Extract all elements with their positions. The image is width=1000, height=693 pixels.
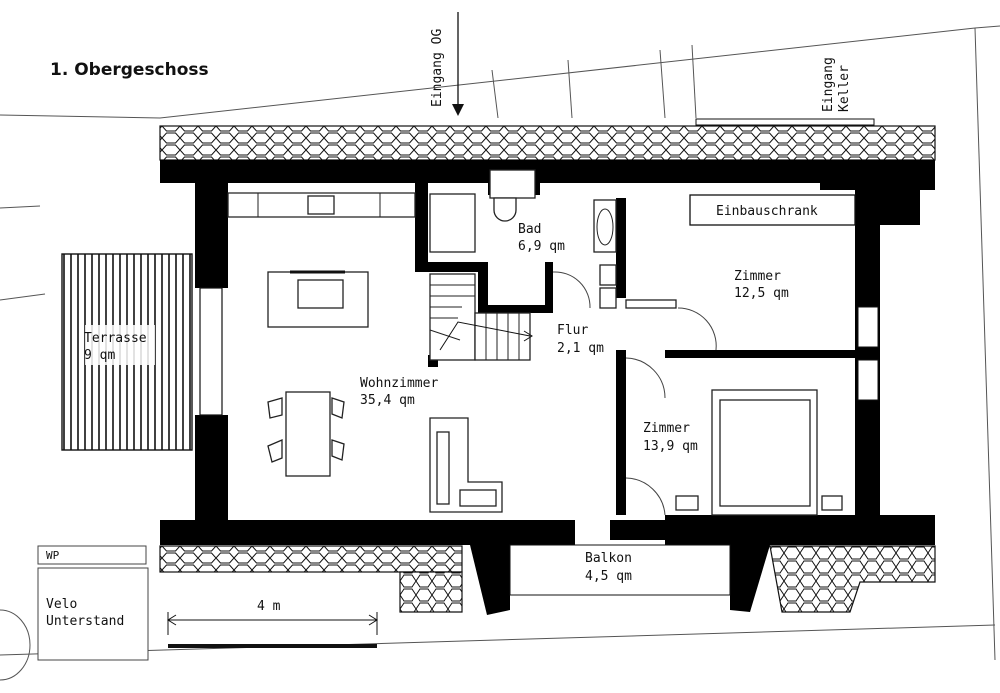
wp-box xyxy=(37,545,147,565)
balkon-name: Balkon xyxy=(585,551,632,566)
zimmer2-name: Zimmer xyxy=(643,421,690,436)
entrance-og-label: Eingang OG xyxy=(430,29,445,107)
dining-table xyxy=(267,391,345,477)
sofa xyxy=(429,417,503,513)
flur-area: 2,1 qm xyxy=(557,341,604,356)
outer-walls xyxy=(160,160,935,615)
wohnzimmer-name: Wohnzimmer xyxy=(360,376,438,391)
wohnzimmer-area: 35,4 qm xyxy=(360,393,415,408)
velo-label-1: Velo xyxy=(46,597,77,612)
entrance-keller-marker: Eingang Keller xyxy=(695,57,875,126)
einbauschrank-label: Einbauschrank xyxy=(716,204,818,219)
roof-tiles-bottom-right xyxy=(769,545,936,613)
scale-bar: 4 m xyxy=(167,599,378,648)
roof-tiles-top xyxy=(159,125,936,161)
bad-name: Bad xyxy=(518,222,541,237)
zimmer1-area: 12,5 qm xyxy=(734,286,789,301)
velo-box xyxy=(37,567,149,661)
staircase xyxy=(429,273,533,361)
interior-walls xyxy=(415,183,860,515)
entrance-og-marker: Eingang OG xyxy=(430,12,464,116)
bathroom-fixtures xyxy=(429,169,677,309)
terrasse-area: 9 qm xyxy=(84,348,115,363)
terrasse-name: Terrasse xyxy=(84,331,147,346)
floor-title: 1. Obergeschoss xyxy=(50,60,209,80)
balkon-area-value: 4,5 qm xyxy=(585,569,632,584)
property-lines xyxy=(0,25,1000,681)
zimmer1-name: Zimmer xyxy=(734,269,781,284)
bed xyxy=(675,389,843,516)
balkon-area xyxy=(509,544,731,596)
einbauschrank-box xyxy=(689,194,856,226)
bad-area: 6,9 qm xyxy=(518,239,565,254)
scale-label: 4 m xyxy=(257,599,281,614)
zimmer2-area: 13,9 qm xyxy=(643,439,698,454)
entrance-keller-label-2: Keller xyxy=(837,65,852,112)
roof-tiles-bottom-left-wedge xyxy=(399,571,463,613)
flur-name: Flur xyxy=(557,323,588,338)
entrance-keller-label-1: Eingang xyxy=(821,57,836,112)
door-swings xyxy=(552,271,717,516)
roof-tiles-bottom-left xyxy=(159,545,463,573)
kitchen-furniture xyxy=(227,192,416,328)
wp-label: WP xyxy=(46,549,60,562)
velo-label-2: Unterstand xyxy=(46,614,124,629)
